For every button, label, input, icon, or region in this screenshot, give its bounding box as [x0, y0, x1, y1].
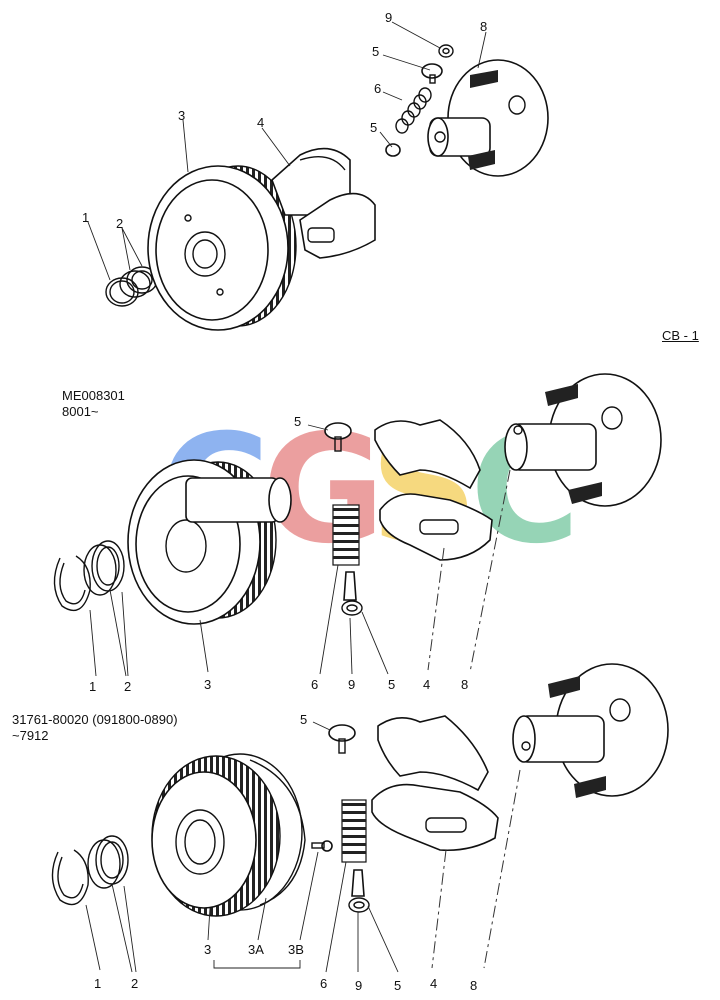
top-label-2: 2: [116, 216, 123, 231]
middle-label-4: 4: [423, 677, 430, 692]
top-label-1: 1: [82, 210, 89, 225]
top-shims: [119, 266, 158, 298]
bottom-label-9: 9: [355, 978, 362, 993]
middle-shims: [83, 540, 125, 596]
top-label-5a: 5: [372, 44, 379, 59]
bottom-gear: [151, 753, 306, 917]
bottom-label-5-top: 5: [300, 712, 307, 727]
bottom-assembly: 5 1 2 3 3A 3B 6 9 5 4 8: [51, 663, 669, 993]
top-assembly: 1 2 3 4 5 6 5 9 8: [82, 10, 549, 331]
middle-label-2: 2: [124, 679, 131, 694]
bottom-shims: [87, 835, 129, 889]
top-lower-cap: [385, 143, 401, 157]
middle-snap-ring: [53, 555, 91, 612]
top-washer: [438, 44, 454, 58]
bottom-label-2: 2: [131, 976, 138, 991]
middle-pin: [343, 571, 357, 601]
bottom-label-4: 4: [430, 976, 437, 991]
middle-gear: [127, 459, 292, 625]
top-label-5b: 5: [370, 120, 377, 135]
middle-label-1: 1: [89, 679, 96, 694]
bottom-label-5: 5: [394, 978, 401, 993]
top-cap: [421, 63, 443, 84]
top-label-3: 3: [178, 108, 185, 123]
bottom-pin: [351, 869, 365, 897]
top-gear: [147, 165, 297, 331]
bottom-label-8: 8: [470, 978, 477, 993]
middle-label-8: 8: [461, 677, 468, 692]
bottom-label-3a: 3A: [248, 942, 264, 957]
top-spring: [395, 87, 432, 134]
middle-washer: [341, 600, 363, 616]
middle-cap: [324, 422, 352, 452]
bottom-flyweights: [371, 715, 499, 852]
top-snap-ring: [105, 277, 139, 307]
top-flyweights: [271, 147, 376, 259]
bottom-label-6: 6: [320, 976, 327, 991]
top-weight-holder: [427, 59, 549, 177]
bottom-cap: [328, 724, 356, 754]
middle-model-number: ME008301: [62, 388, 125, 403]
bottom-serial-range: ~7912: [12, 728, 49, 743]
bottom-weight-holder: [512, 663, 669, 798]
bottom-washer: [348, 897, 370, 913]
middle-assembly: 5 1 2 3 6 9 5 4 8: [53, 373, 662, 694]
top-label-9: 9: [385, 10, 392, 25]
top-label-4: 4: [257, 115, 264, 130]
middle-flyweights: [374, 419, 493, 561]
drawing-code: CB - 1: [662, 328, 699, 343]
bottom-label-3: 3: [204, 942, 211, 957]
bottom-label-3b: 3B: [288, 942, 304, 957]
bottom-spring: [341, 799, 367, 863]
bottom-bolt: [311, 840, 333, 852]
middle-weight-holder: [504, 373, 662, 507]
middle-label-5: 5: [388, 677, 395, 692]
top-label-8: 8: [480, 19, 487, 34]
bottom-label-1: 1: [94, 976, 101, 991]
bottom-model-number: 31761-80020 (091800-0890): [12, 712, 178, 727]
middle-label-6: 6: [311, 677, 318, 692]
middle-serial-range: 8001~: [62, 404, 99, 419]
middle-label-3: 3: [204, 677, 211, 692]
bottom-snap-ring: [51, 849, 89, 906]
top-label-6: 6: [374, 81, 381, 96]
middle-spring: [332, 504, 360, 566]
middle-label-5-top: 5: [294, 414, 301, 429]
middle-label-9: 9: [348, 677, 355, 692]
